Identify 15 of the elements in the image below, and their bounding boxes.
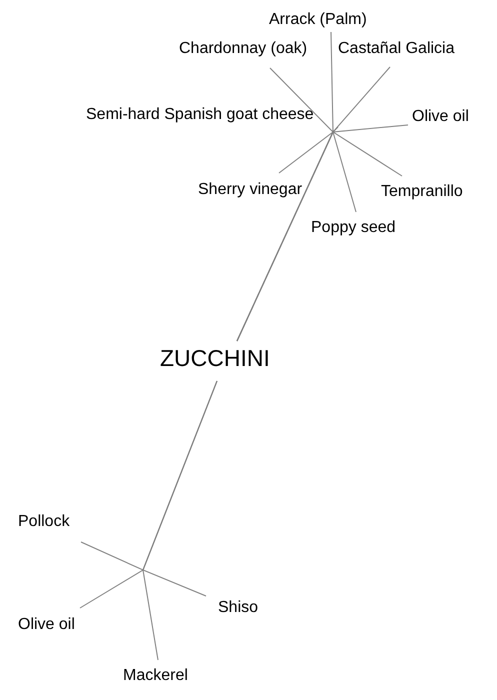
ingredient-label: Olive oil — [412, 109, 469, 125]
ingredient-label: Chardonnay (oak) — [179, 41, 308, 57]
ingredient-label: Shiso — [218, 600, 258, 616]
center-label: ZUCCHINI — [160, 347, 270, 370]
ingredient-label: Olive oil — [18, 617, 75, 633]
ingredient-label: Pollock — [18, 514, 70, 530]
ingredient-label: Semi-hard Spanish goat cheese — [86, 107, 314, 123]
connector-line — [142, 380, 218, 660]
ingredient-label: Castañal Galicia — [338, 41, 454, 57]
ingredient-label: Sherry vinegar — [198, 182, 302, 198]
ingredient-label: Poppy seed — [311, 220, 396, 236]
ingredient-label: Mackerel — [123, 668, 188, 684]
ingredient-label: Tempranillo — [381, 184, 463, 200]
connector-line — [236, 130, 356, 342]
ingredient-label: Arrack (Palm) — [269, 12, 367, 28]
